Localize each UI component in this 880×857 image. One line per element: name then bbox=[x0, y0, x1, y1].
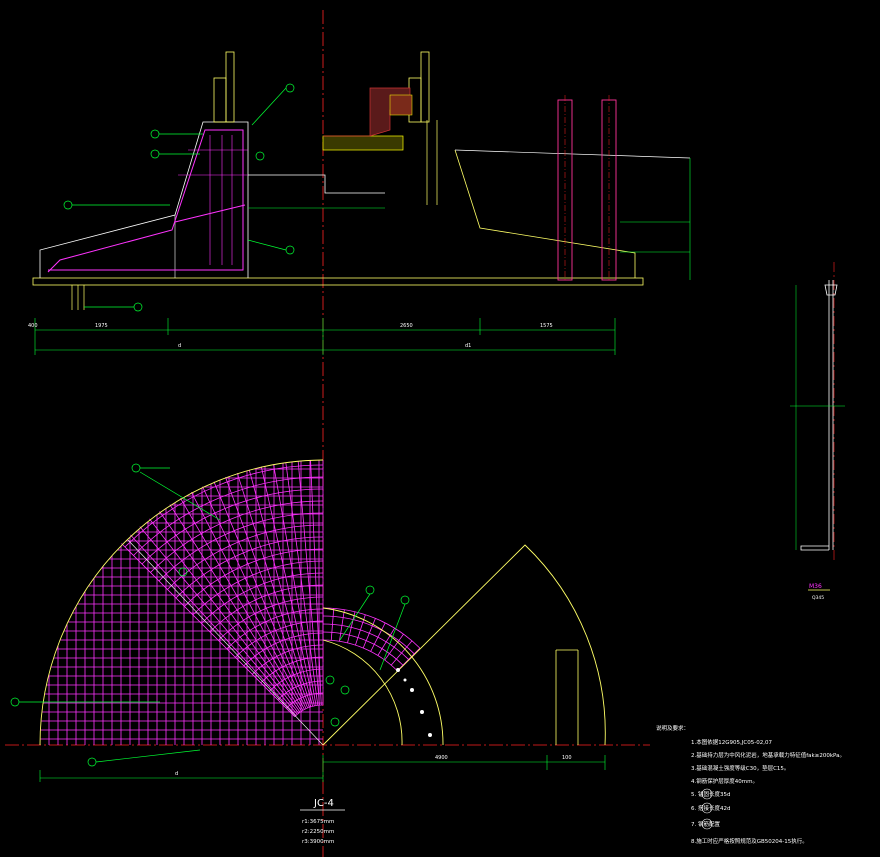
note-item-1: 1.本图依据12G905,JC05-02,07 bbox=[691, 738, 772, 746]
plan-dim-labels: d 4900 100 bbox=[175, 755, 572, 777]
notes-block: 说明及要求： 1.本图依据12G905,JC05-02,07 2.基础持力层为中… bbox=[656, 724, 845, 845]
sheet-title: JC-4 bbox=[313, 798, 334, 809]
note-item-6: 6. 搭接长度42d bbox=[691, 804, 731, 812]
anchor-bolt-label: M36 bbox=[809, 583, 822, 590]
section-view bbox=[32, 51, 691, 310]
note-item-8: 8.施工时应严格按照规范及GB50204-15执行。 bbox=[691, 837, 808, 845]
section-dim-labels: 1975 2650 1575 400 d d1 bbox=[28, 323, 553, 349]
dim-w1: 1975 bbox=[95, 323, 108, 329]
dim-plan2: 100 bbox=[562, 755, 572, 761]
radius-r1: r1:3675mm bbox=[302, 819, 334, 825]
dim-w2: 2650 bbox=[400, 323, 413, 329]
anchor-bolt-holes bbox=[396, 668, 432, 737]
notes-heading: 说明及要求： bbox=[656, 724, 689, 732]
dim-d2: d1 bbox=[465, 343, 471, 349]
center-axis bbox=[5, 10, 835, 857]
plan-radial-grid bbox=[121, 460, 421, 717]
dim-plan1: 4900 bbox=[435, 755, 448, 761]
anchor-bolt-sublabel: Q345 bbox=[812, 595, 824, 601]
note-item-5: 5. 锚固长度35d bbox=[691, 790, 731, 798]
note-item-7: 7. 钢筋配置 bbox=[691, 820, 720, 828]
note-item-3: 3.基础混凝土强度等级C30，垫层C15。 bbox=[691, 764, 789, 772]
plan-dimensions bbox=[39, 755, 606, 782]
section-dimensions bbox=[34, 158, 691, 355]
radius-r3: r3:3900mm bbox=[302, 839, 334, 845]
anchor-bolt-detail: M36 Q345 bbox=[790, 280, 845, 601]
section-callouts bbox=[63, 83, 295, 312]
dim-d1: d bbox=[178, 343, 181, 349]
note-item-2: 2.基础持力层为中风化泥岩，地基承载力特征值fak≥200kPa。 bbox=[691, 751, 845, 759]
note-item-4: 4.钢筋保护层厚度40mm。 bbox=[691, 777, 758, 785]
radius-r2: r2:2250mm bbox=[302, 829, 334, 835]
dim-r-label: d bbox=[175, 771, 178, 777]
dim-w3: 1575 bbox=[540, 323, 553, 329]
plan-callouts bbox=[10, 463, 410, 767]
title-block: JC-4 r1:3675mm r2:2250mm r3:3900mm bbox=[300, 798, 345, 845]
dim-w4: 400 bbox=[28, 323, 38, 329]
